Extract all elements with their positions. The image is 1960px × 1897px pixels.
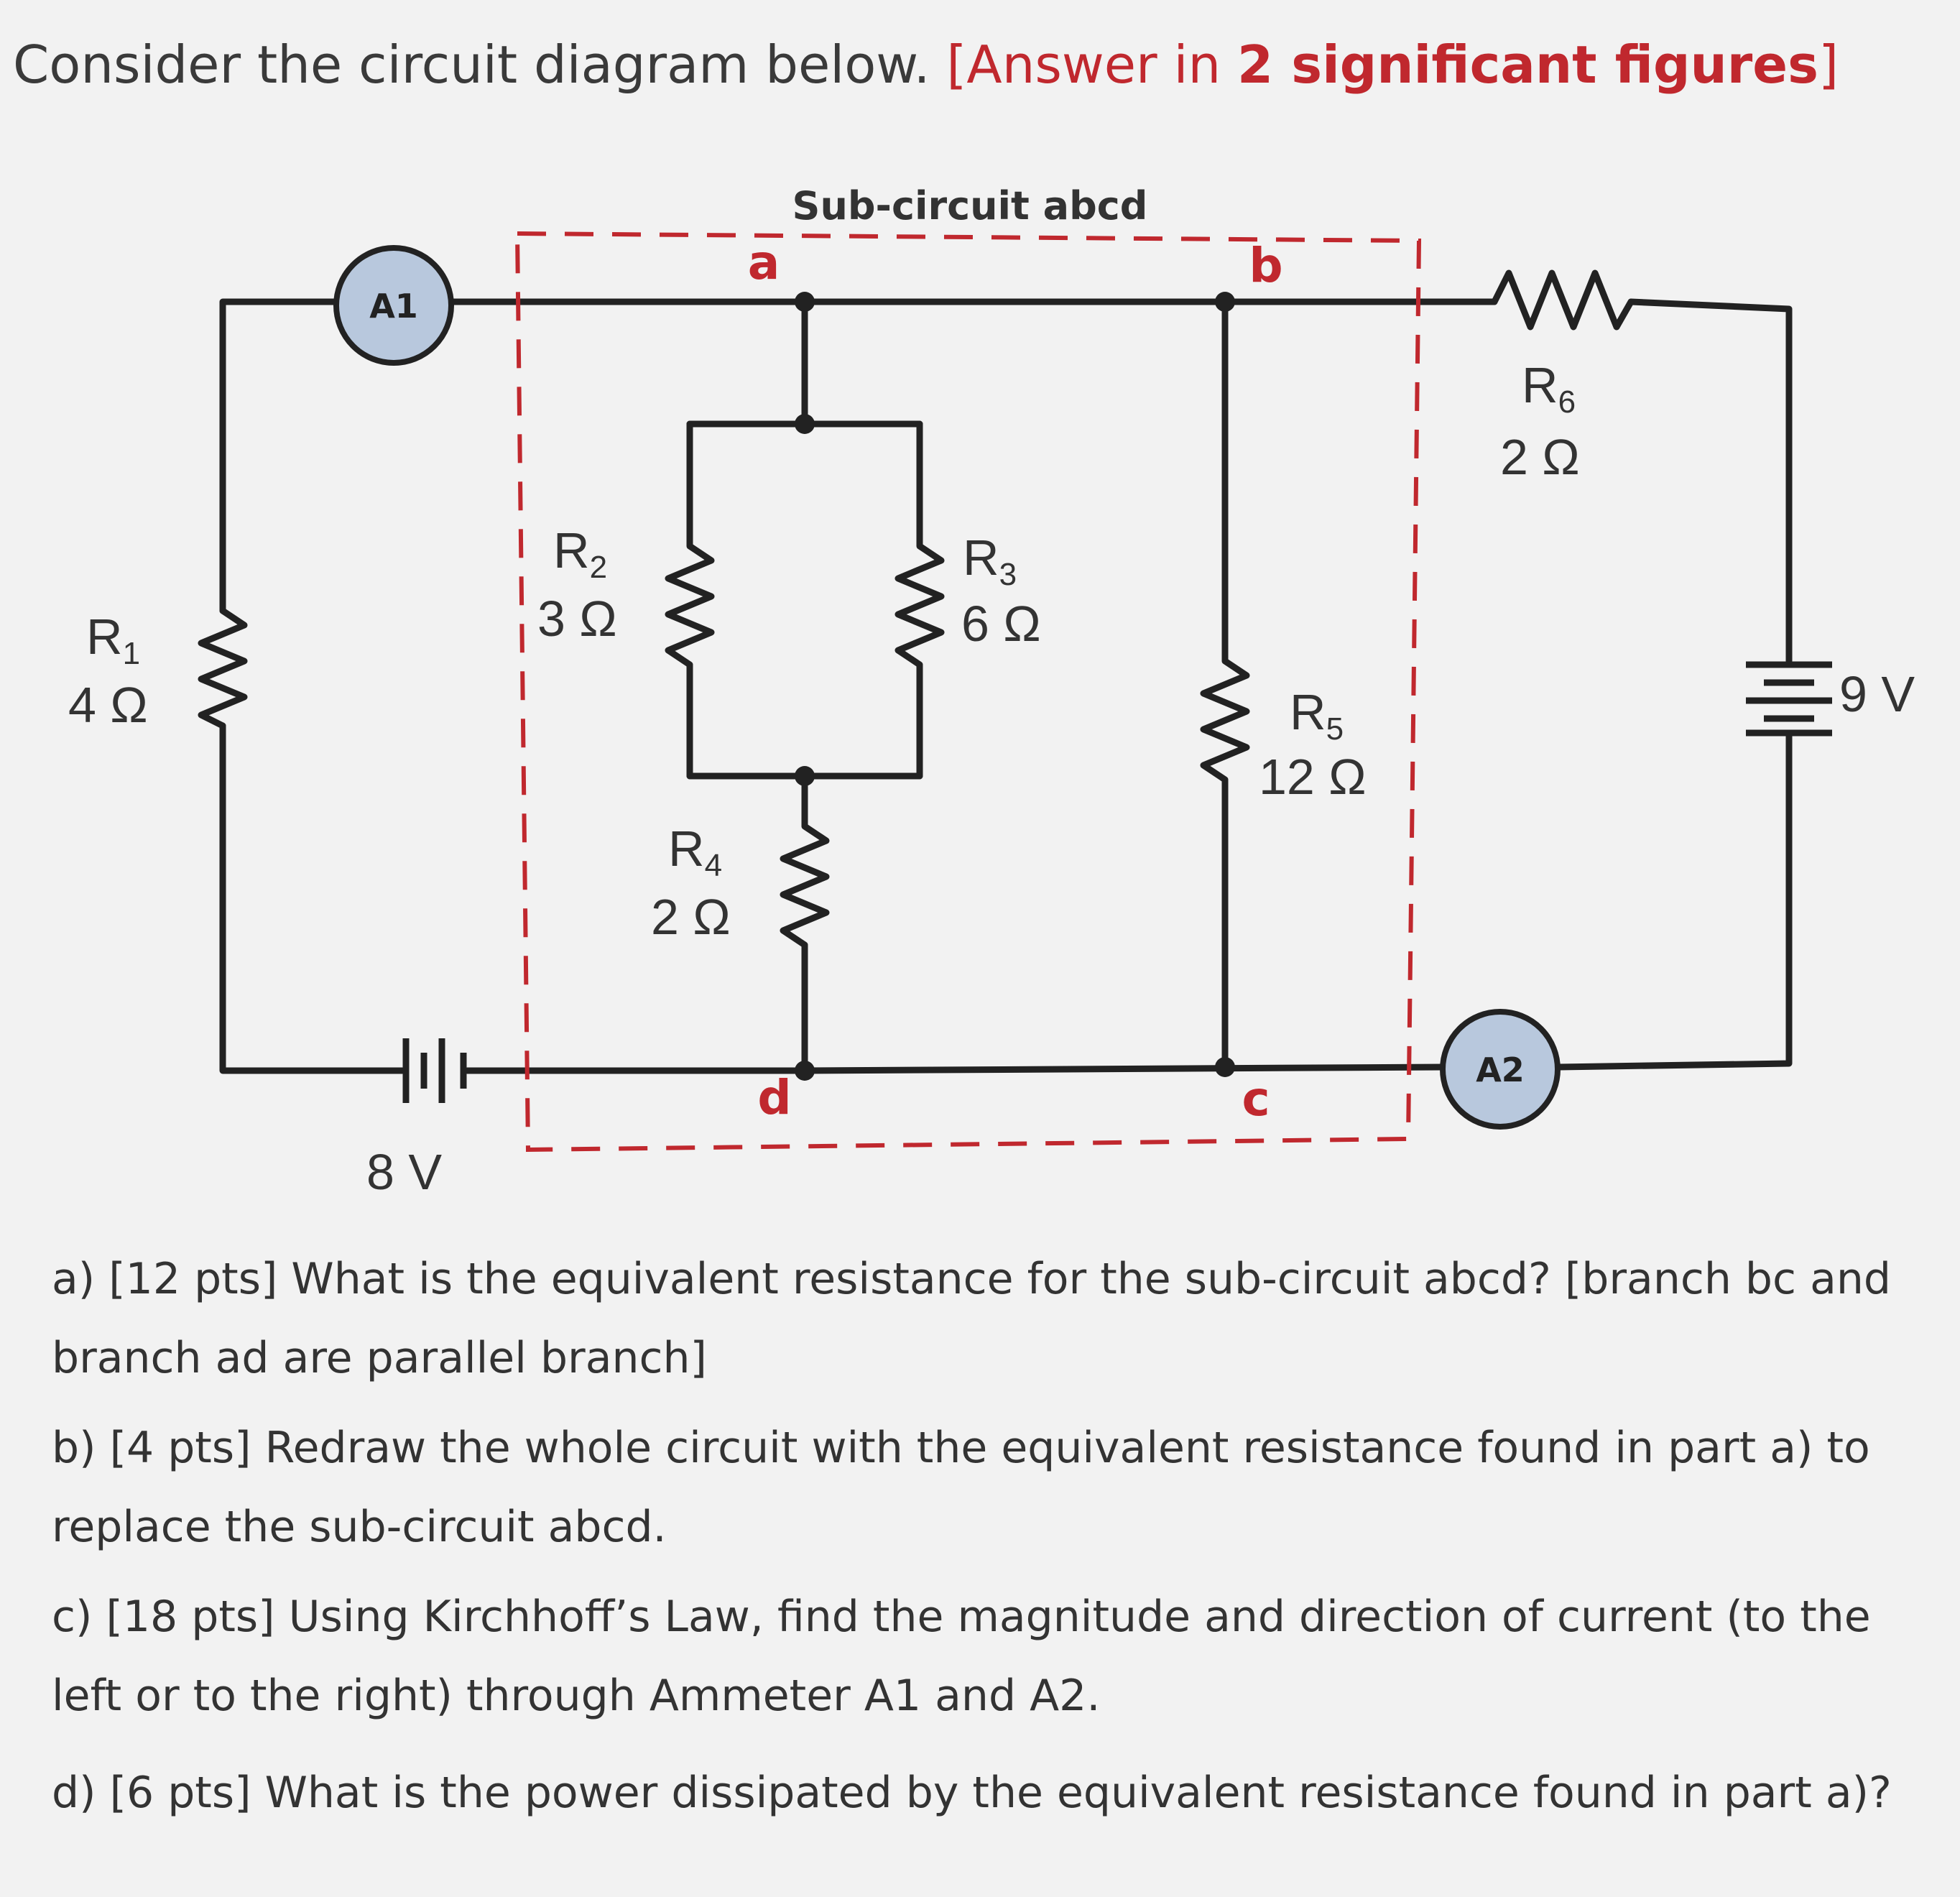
subcircuit-title: Sub-circuit abcd [792, 183, 1148, 229]
wire-left-bottom [219, 722, 406, 1074]
battery-left [402, 1038, 467, 1103]
svg-text:R5: R5 [1290, 684, 1344, 747]
node-b-label: b [1249, 238, 1282, 293]
junction-c [1215, 1057, 1235, 1077]
question-b: b) [4 pts] Redraw the whole circuit with… [52, 1423, 1870, 1552]
junction-parallel-top [795, 414, 815, 434]
r3-value: 6 Ω [961, 596, 1041, 652]
sig-fig-note: [Answer in 2 significant figures] [946, 34, 1839, 95]
intro-text: Consider the circuit diagram below. [13, 34, 930, 95]
battery-left-voltage: 8 V [366, 1144, 442, 1200]
note-bold-text: significant figures [1273, 34, 1818, 95]
svg-text:R2: R2 [553, 522, 607, 585]
r6-resistor [1476, 269, 1793, 665]
question-d: d) [6 pts] What is the power dissipated … [52, 1768, 1892, 1818]
question-c: c) [18 pts] Using Kirchhoff’s Law, find … [52, 1592, 1871, 1721]
ammeter-a2: A2 [1440, 1009, 1561, 1130]
note-close: ] [1818, 34, 1839, 95]
junction-d [795, 1061, 815, 1081]
r6-value: 2 Ω [1500, 429, 1580, 485]
r6-label: R6 2 Ω [1500, 357, 1580, 485]
battery-right-voltage: 9 V [1839, 666, 1915, 722]
question-a: a) [12 pts] What is the equivalent resis… [52, 1254, 1891, 1383]
note-open: [Answer in [946, 34, 1238, 95]
r1-label: R1 4 Ω [68, 609, 148, 733]
junction-a [795, 292, 815, 312]
r2-value: 3 Ω [537, 591, 617, 647]
subcircuit-box [514, 231, 1422, 1153]
junctions [795, 292, 1235, 1081]
wire-left-top [219, 298, 341, 614]
note-number: 2 [1237, 34, 1274, 95]
ammeter-a2-label: A2 [1476, 1051, 1525, 1089]
battery-right [1746, 661, 1832, 737]
wire-bottom-main [801, 1063, 1448, 1074]
ammeter-a1-label: A1 [369, 287, 418, 326]
r4-label: R4 2 Ω [651, 821, 731, 945]
circuit-diagram: A1 A2 Sub-circuit abcd a b c d R1 4 Ω R2… [68, 183, 1915, 1200]
r5-value: 12 Ω [1259, 749, 1367, 805]
ammeter-a1: A1 [333, 245, 454, 366]
problem-intro: Consider the circuit diagram below. [Ans… [13, 34, 1839, 95]
junction-b [1215, 292, 1235, 312]
r4-resistor [780, 772, 830, 1074]
r3-label: R3 6 Ω [961, 530, 1041, 652]
r2-resistor [665, 420, 715, 780]
node-d-label: d [757, 1070, 791, 1125]
r5-resistor [1200, 298, 1250, 1071]
svg-text:R3: R3 [963, 530, 1017, 592]
wire-right-bottom [1555, 729, 1793, 1071]
r4-value: 2 Ω [651, 889, 731, 945]
node-a-label: a [748, 235, 780, 290]
r2-label: R2 3 Ω [537, 522, 617, 647]
svg-text:R4: R4 [668, 821, 722, 883]
r1-value: 4 Ω [68, 677, 148, 733]
node-c-label: c [1242, 1071, 1270, 1127]
r1-resistor [198, 607, 248, 729]
svg-text:R1: R1 [86, 609, 140, 671]
junction-parallel-bottom [795, 766, 815, 786]
r5-label: R5 12 Ω [1259, 684, 1367, 805]
r3-resistor [895, 420, 945, 780]
svg-text:R6: R6 [1522, 357, 1576, 420]
